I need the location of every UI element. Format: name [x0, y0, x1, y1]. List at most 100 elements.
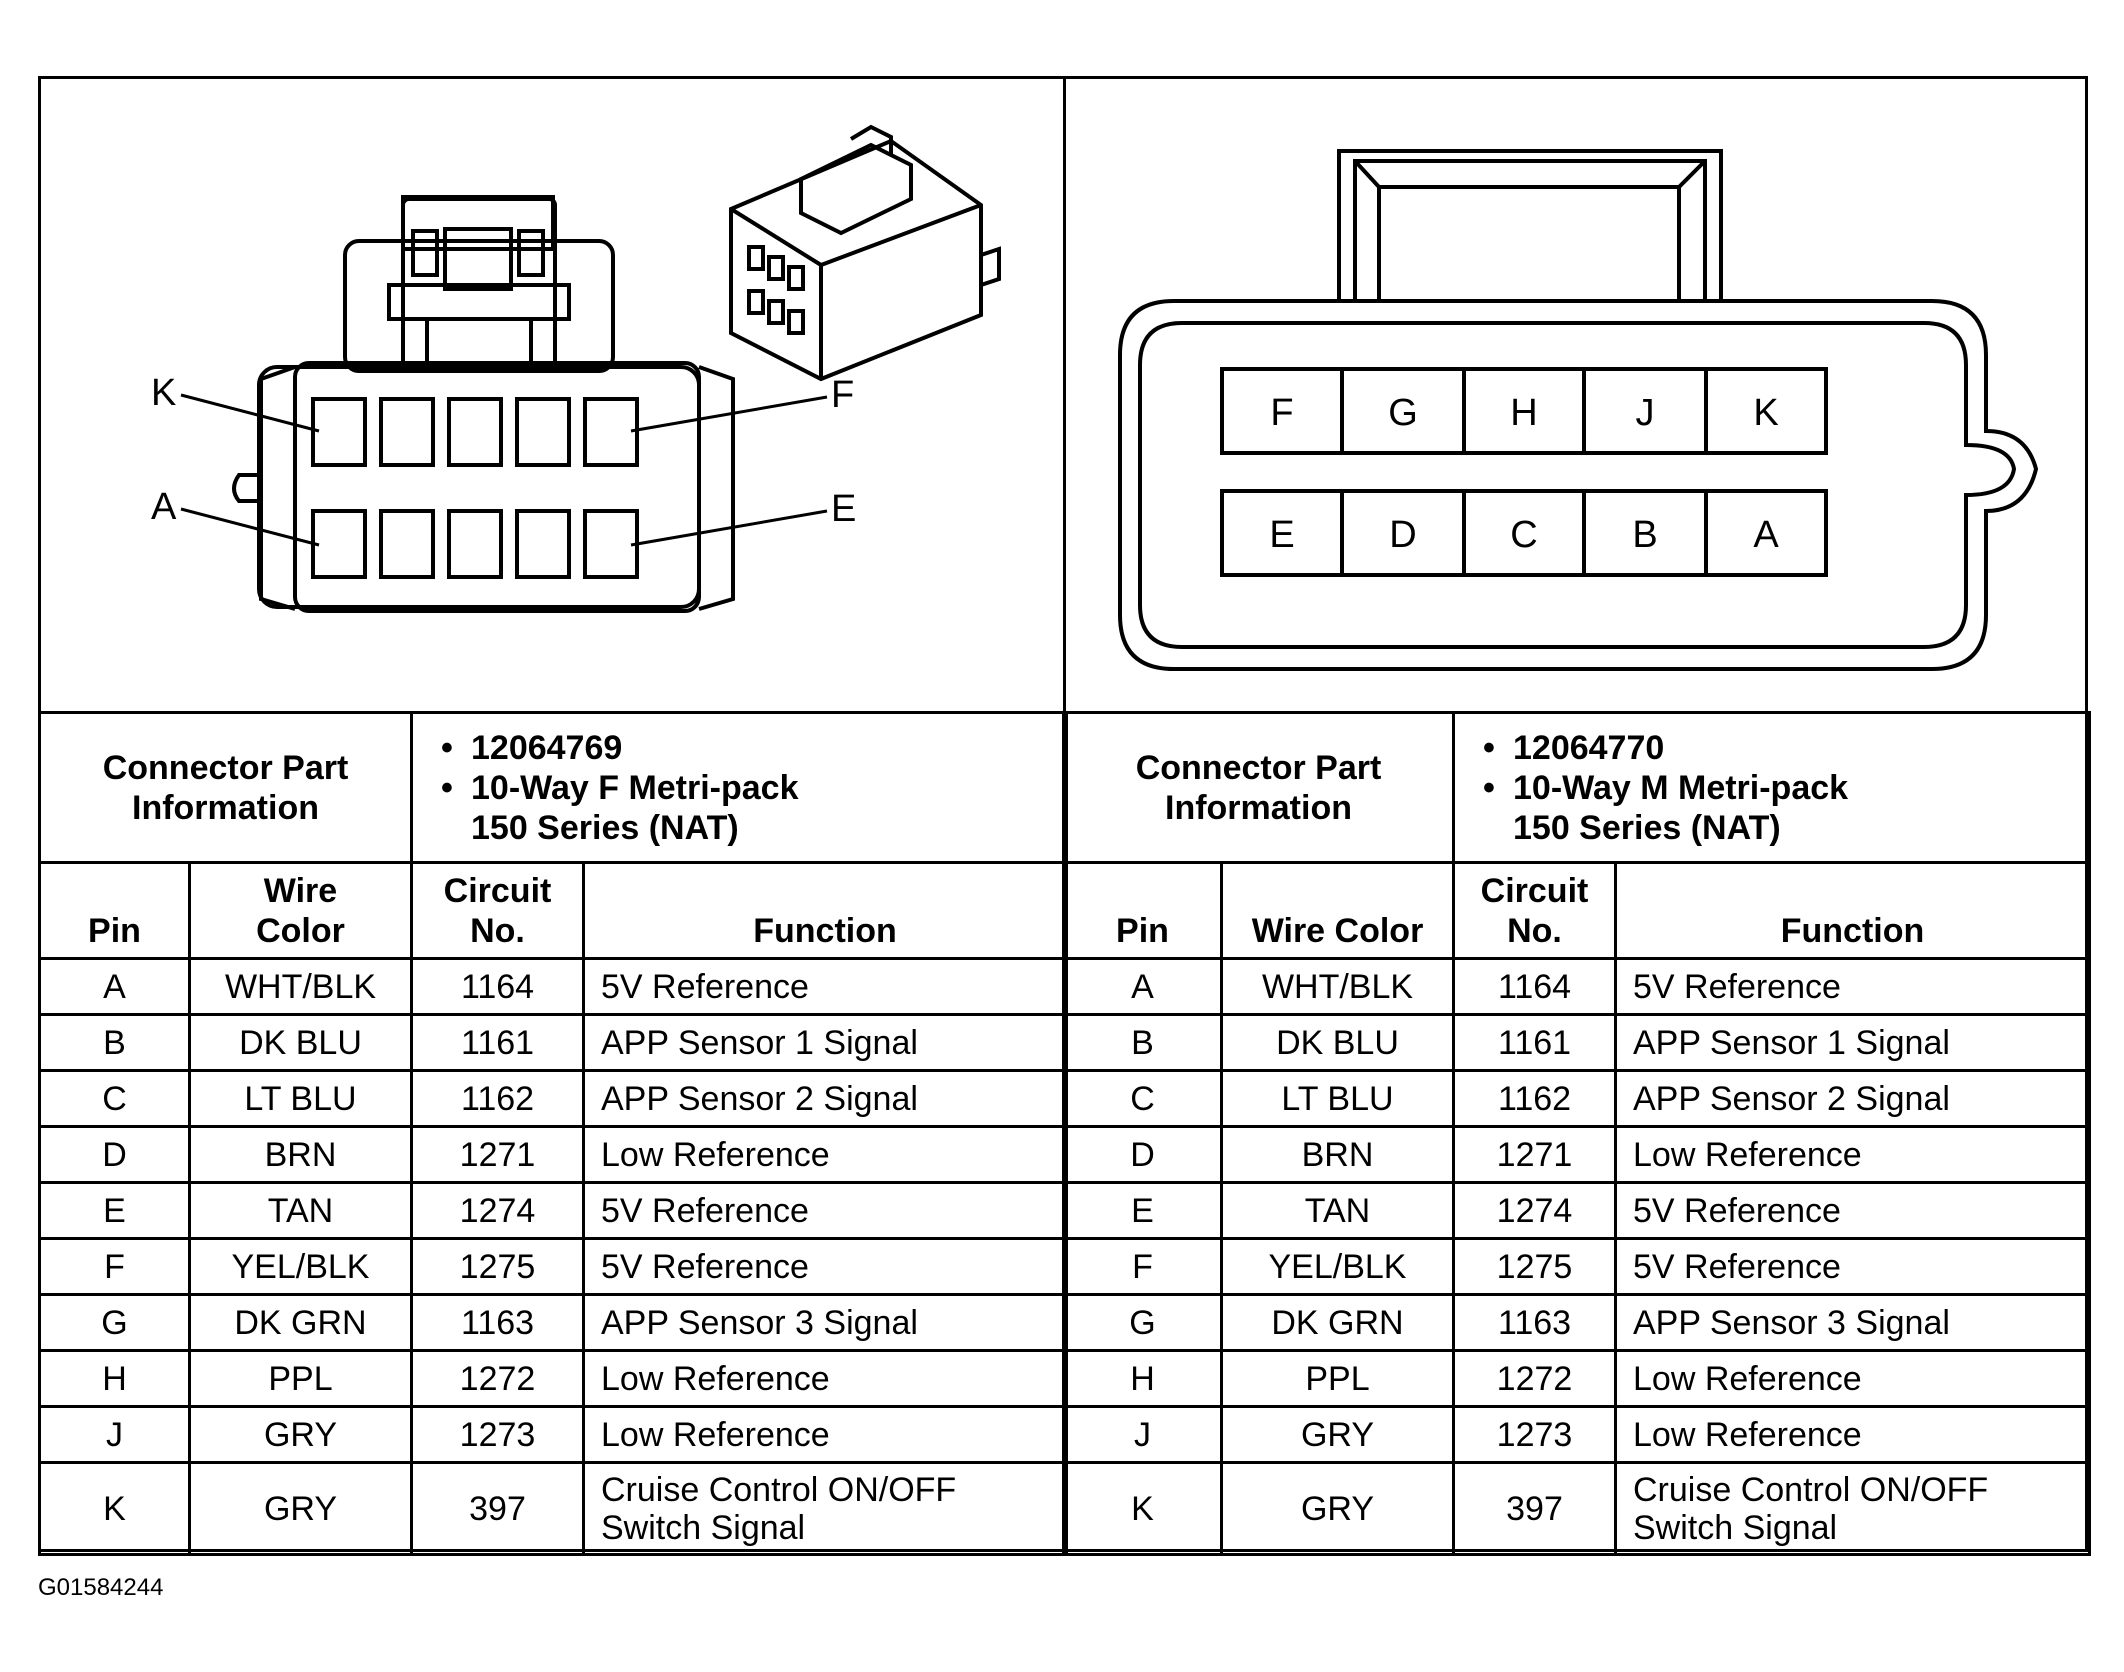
- circuit-cell: 1163: [410, 1293, 585, 1352]
- function-line1: Cruise Control ON/OFF: [601, 1470, 957, 1509]
- wire-color-cell: GRY: [188, 1405, 413, 1464]
- part-number: 12064770: [1483, 728, 2088, 768]
- pin-e-label: E: [1269, 514, 1294, 556]
- pin-f-label: F: [1270, 392, 1293, 434]
- wire-color-cell: BRN: [1220, 1125, 1455, 1184]
- circuit-cell: 1273: [1452, 1405, 1617, 1464]
- circuit-cell: 1272: [410, 1349, 585, 1408]
- wire-color-cell: TAN: [1220, 1181, 1455, 1240]
- pin-cell: A: [38, 957, 191, 1016]
- pin-k-label: K: [1753, 392, 1778, 434]
- circuit-cell: 1161: [410, 1013, 585, 1072]
- wire-color-cell: YEL/BLK: [188, 1237, 413, 1296]
- pin-cell: D: [1062, 1125, 1223, 1184]
- info-value-cell: 12064770 10-Way M Metri-pack 150 Series …: [1452, 711, 2091, 864]
- header-pin: Pin: [38, 861, 191, 960]
- function-line1: Cruise Control ON/OFF: [1633, 1470, 1989, 1509]
- female-connector-diagram: K F A E: [41, 79, 1066, 711]
- circuit-cell: 1274: [1452, 1181, 1617, 1240]
- header-circuit-l1: Circuit: [443, 872, 552, 910]
- function-cell: Low Reference: [582, 1125, 1068, 1184]
- info-label-line2: Information: [1165, 788, 1352, 827]
- pin-cell: J: [1062, 1405, 1223, 1464]
- pin-g-label: G: [1388, 392, 1418, 434]
- pin-c-label: C: [1510, 514, 1537, 556]
- wire-color-cell: TAN: [188, 1181, 413, 1240]
- wire-color-cell: WHT/BLK: [1220, 957, 1455, 1016]
- callout-f: F: [831, 374, 854, 416]
- wire-color-cell: DK GRN: [188, 1293, 413, 1352]
- function-cell: Low Reference: [1614, 1349, 2091, 1408]
- function-cell: Low Reference: [1614, 1405, 2091, 1464]
- header-function: Function: [582, 861, 1068, 960]
- wire-color-cell: WHT/BLK: [188, 957, 413, 1016]
- info-label-cell: Connector Part Information: [38, 711, 413, 864]
- wire-color-cell: GRY: [188, 1461, 413, 1556]
- pin-cell: G: [1062, 1293, 1223, 1352]
- header-function: Function: [1614, 861, 2091, 960]
- pin-cell: B: [38, 1013, 191, 1072]
- header-pin: Pin: [1062, 861, 1223, 960]
- pin-cell: J: [38, 1405, 191, 1464]
- female-connector-drawing: K F A E: [151, 124, 1001, 613]
- pin-cell: F: [1062, 1237, 1223, 1296]
- function-cell: Low Reference: [582, 1405, 1068, 1464]
- circuit-cell: 1164: [1452, 957, 1617, 1016]
- figure-id: G01584244: [38, 1574, 164, 1601]
- pin-cell: D: [38, 1125, 191, 1184]
- circuit-cell: 1275: [1452, 1237, 1617, 1296]
- info-row: Connector Part Information 12064770 10-W…: [1062, 711, 2091, 864]
- circuit-cell: 1274: [410, 1181, 585, 1240]
- circuit-cell: 1272: [1452, 1349, 1617, 1408]
- header-color: Color: [256, 912, 345, 950]
- pin-cell: A: [1062, 957, 1223, 1016]
- wire-color-cell: GRY: [1220, 1405, 1455, 1464]
- pin-d-label: D: [1389, 514, 1416, 556]
- function-cell: APP Sensor 1 Signal: [1614, 1013, 2091, 1072]
- pin-cell: K: [38, 1461, 191, 1556]
- circuit-cell: 1273: [410, 1405, 585, 1464]
- wire-color-cell: LT BLU: [188, 1069, 413, 1128]
- figure-frame: K F A E: [38, 76, 2091, 1556]
- wire-color-cell: BRN: [188, 1125, 413, 1184]
- function-cell: 5V Reference: [582, 1237, 1068, 1296]
- function-cell: APP Sensor 2 Signal: [1614, 1069, 2091, 1128]
- pin-j-label: J: [1636, 392, 1655, 434]
- function-cell: APP Sensor 3 Signal: [1614, 1293, 2091, 1352]
- function-cell: Low Reference: [582, 1349, 1068, 1408]
- function-cell: 5V Reference: [1614, 957, 2091, 1016]
- info-label-line2: Information: [132, 788, 319, 827]
- info-label-line1: Connector Part: [1135, 748, 1382, 787]
- pin-cell: F: [38, 1237, 191, 1296]
- male-connector-diagram: F G H J K E D C B A: [1066, 79, 2085, 711]
- pin-cell: H: [1062, 1349, 1223, 1408]
- male-connector-table: Connector Part Information 12064770 10-W…: [1062, 711, 2091, 1556]
- connector-type-line1: 10-Way M Metri-pack: [1483, 768, 2088, 808]
- wire-color-cell: PPL: [1220, 1349, 1455, 1408]
- pin-h-label: H: [1510, 392, 1537, 434]
- female-connector-table: Connector Part Information 12064769 10-W…: [38, 711, 1068, 1556]
- pin-cell: E: [1062, 1181, 1223, 1240]
- part-number: 12064769: [441, 728, 1065, 768]
- circuit-cell: 1164: [410, 957, 585, 1016]
- pin-cell: B: [1062, 1013, 1223, 1072]
- wire-color-cell: DK BLU: [1220, 1013, 1455, 1072]
- circuit-cell: 1275: [410, 1237, 585, 1296]
